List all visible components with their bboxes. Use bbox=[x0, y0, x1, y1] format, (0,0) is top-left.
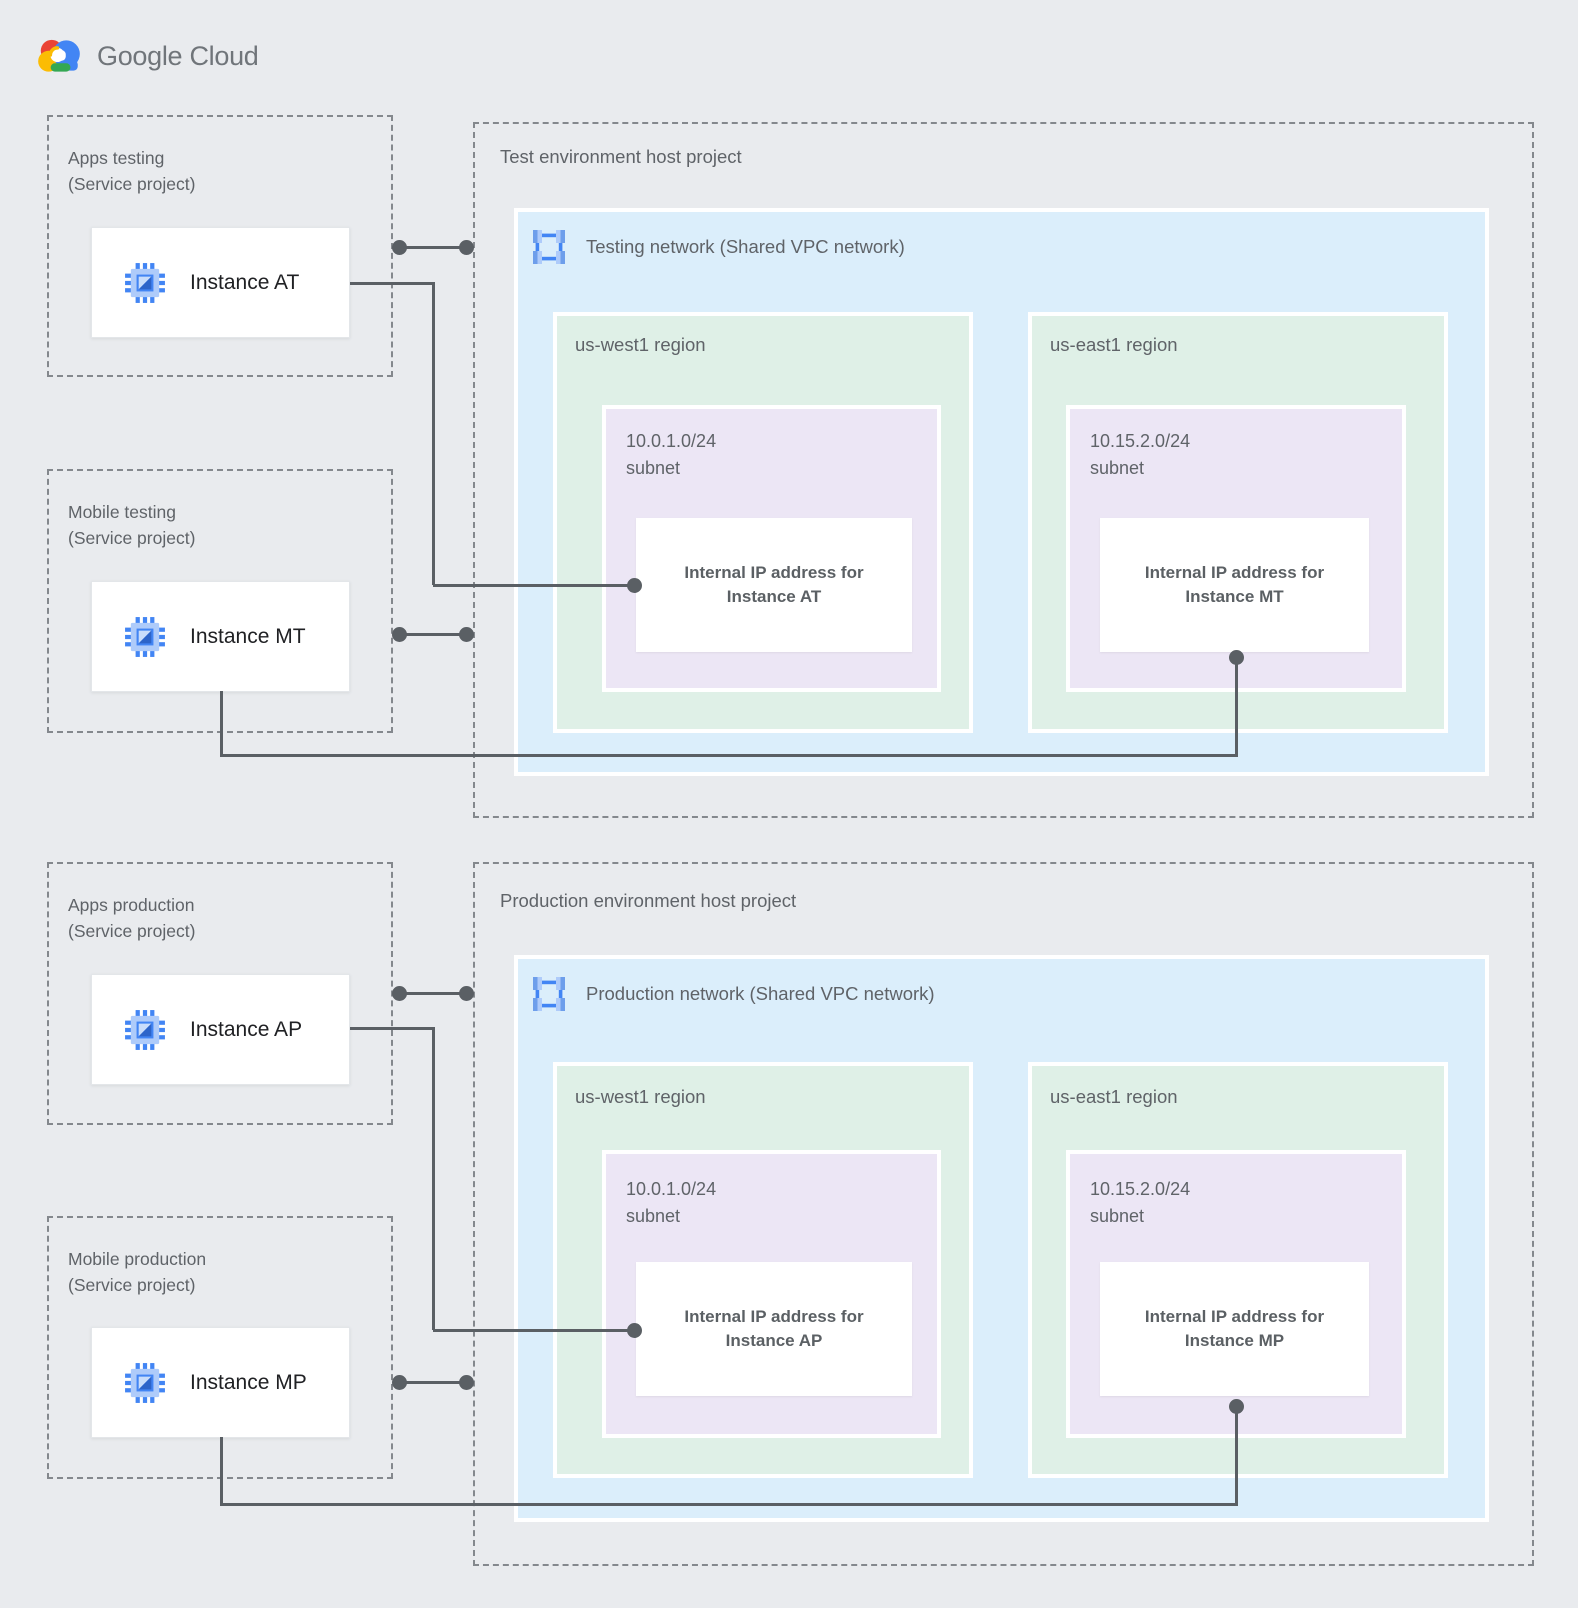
connector-instance-mp-seg3 bbox=[1234, 1405, 1238, 1506]
instance-card-at: Instance AT bbox=[91, 227, 350, 338]
connector-endpoint-dot bbox=[391, 1374, 407, 1390]
subnet-label-us-west1-production: 10.0.1.0/24 subnet bbox=[626, 1176, 716, 1230]
connector-instance-mt-seg1 bbox=[219, 691, 223, 757]
ip-line1: Internal IP address for bbox=[684, 1307, 864, 1326]
region-label-us-east1-production: us-east1 region bbox=[1050, 1086, 1178, 1107]
connector-endpoint-dot bbox=[458, 626, 474, 642]
instance-card-mp: Instance MP bbox=[91, 1327, 350, 1438]
subnet-label-us-west1-test: 10.0.1.0/24 subnet bbox=[626, 428, 716, 482]
vpc-network-icon bbox=[530, 975, 568, 1013]
ip-card-instance-ap: Internal IP address for Instance AP bbox=[636, 1262, 912, 1396]
subnet-cidr: 10.15.2.0/24 bbox=[1090, 1179, 1191, 1199]
ip-line2: Instance AP bbox=[725, 1331, 823, 1350]
connector-instance-at-seg1 bbox=[350, 281, 433, 285]
instance-ap-label: Instance AP bbox=[190, 1017, 303, 1041]
connector-endpoint-dot bbox=[391, 626, 407, 642]
google-cloud-icon bbox=[34, 35, 84, 77]
mobile-testing-label: Mobile testing (Service project) bbox=[68, 499, 195, 551]
subnet-label-us-east1-production: 10.15.2.0/24 subnet bbox=[1090, 1176, 1190, 1230]
mobile-production-subtitle: (Service project) bbox=[68, 1275, 196, 1295]
mobile-production-title: Mobile production bbox=[68, 1249, 207, 1269]
instance-at-label: Instance AT bbox=[190, 270, 300, 294]
connector-endpoint-dot bbox=[458, 239, 474, 255]
apps-production-title: Apps production bbox=[68, 895, 195, 915]
subnet-word: subnet bbox=[626, 458, 681, 478]
production-network-header: Production network (Shared VPC network) bbox=[530, 975, 935, 1013]
ip-card-instance-at: Internal IP address for Instance AT bbox=[636, 518, 912, 652]
testing-network-label: Testing network (Shared VPC network) bbox=[586, 236, 905, 257]
connector-endpoint-dot bbox=[626, 1322, 642, 1338]
connector-instance-ap-seg2 bbox=[431, 1026, 435, 1330]
connector-apps-production-to-host bbox=[399, 991, 466, 995]
subnet-cidr: 10.15.2.0/24 bbox=[1090, 431, 1191, 451]
subnet-word: subnet bbox=[1090, 1206, 1145, 1226]
apps-testing-subtitle: (Service project) bbox=[68, 174, 196, 194]
connector-endpoint-dot bbox=[391, 985, 407, 1001]
connector-endpoint-dot bbox=[626, 577, 642, 593]
mobile-testing-subtitle: (Service project) bbox=[68, 528, 196, 548]
connector-instance-ap-seg1 bbox=[350, 1026, 433, 1030]
host-project-test-title: Test environment host project bbox=[500, 146, 742, 167]
production-network-label: Production network (Shared VPC network) bbox=[586, 983, 935, 1004]
instance-mp-label: Instance MP bbox=[190, 1370, 307, 1394]
ip-card-instance-mp: Internal IP address for Instance MP bbox=[1100, 1262, 1369, 1396]
host-project-production-title: Production environment host project bbox=[500, 890, 797, 911]
connector-endpoint-dot bbox=[391, 239, 407, 255]
region-label-us-west1-test: us-west1 region bbox=[575, 334, 706, 355]
region-label-us-west1-production: us-west1 region bbox=[575, 1086, 706, 1107]
instance-card-ap: Instance AP bbox=[91, 974, 350, 1085]
subnet-word: subnet bbox=[626, 1206, 681, 1226]
connector-instance-mp-seg2 bbox=[219, 1503, 1238, 1506]
connector-instance-mt-seg2 bbox=[219, 754, 1238, 757]
ip-line2: Instance MP bbox=[1184, 1331, 1285, 1350]
connector-endpoint-dot bbox=[458, 985, 474, 1001]
subnet-word: subnet bbox=[1090, 458, 1145, 478]
ip-line2: Instance AT bbox=[726, 587, 822, 606]
connector-mobile-production-to-host bbox=[399, 1380, 466, 1384]
host-project-test bbox=[473, 122, 1534, 818]
apps-production-label: Apps production (Service project) bbox=[68, 892, 195, 944]
subnet-cidr: 10.0.1.0/24 bbox=[626, 431, 717, 451]
connector-apps-testing-to-host bbox=[399, 245, 466, 249]
connector-endpoint-dot bbox=[458, 1374, 474, 1390]
apps-production-subtitle: (Service project) bbox=[68, 921, 196, 941]
host-project-production bbox=[473, 862, 1534, 1566]
ip-line1: Internal IP address for bbox=[1144, 563, 1325, 582]
ip-card-instance-mt: Internal IP address for Instance MT bbox=[1100, 518, 1369, 652]
ip-line1: Internal IP address for bbox=[1144, 1307, 1325, 1326]
instance-mt-label: Instance MT bbox=[190, 624, 306, 648]
ip-line2: Instance MT bbox=[1185, 587, 1284, 606]
connector-mobile-testing-to-host bbox=[399, 632, 466, 636]
brand-wordmark: Google Cloud bbox=[97, 40, 259, 71]
mobile-production-label: Mobile production (Service project) bbox=[68, 1246, 206, 1298]
compute-engine-icon bbox=[122, 614, 168, 660]
apps-testing-label: Apps testing (Service project) bbox=[68, 145, 195, 197]
connector-instance-at-seg3 bbox=[433, 583, 634, 587]
compute-engine-icon bbox=[122, 260, 168, 306]
testing-network-header: Testing network (Shared VPC network) bbox=[530, 228, 905, 266]
ip-line1: Internal IP address for bbox=[684, 563, 864, 582]
vpc-network-icon bbox=[530, 228, 568, 266]
connector-instance-mp-seg1 bbox=[219, 1437, 223, 1506]
region-label-us-east1-test: us-east1 region bbox=[1050, 334, 1178, 355]
compute-engine-icon bbox=[122, 1360, 168, 1406]
subnet-label-us-east1-test: 10.15.2.0/24 subnet bbox=[1090, 428, 1190, 482]
connector-endpoint-dot bbox=[1228, 649, 1244, 665]
connector-endpoint-dot bbox=[1228, 1398, 1244, 1414]
google-cloud-logo: Google Cloud bbox=[34, 34, 259, 78]
instance-card-mt: Instance MT bbox=[91, 581, 350, 692]
subnet-cidr: 10.0.1.0/24 bbox=[626, 1179, 717, 1199]
compute-engine-icon bbox=[122, 1007, 168, 1053]
connector-instance-mt-seg3 bbox=[1234, 656, 1238, 757]
connector-instance-ap-seg3 bbox=[433, 1328, 634, 1332]
mobile-testing-title: Mobile testing bbox=[68, 502, 176, 522]
apps-testing-title: Apps testing bbox=[68, 148, 165, 168]
connector-instance-at-seg2 bbox=[431, 281, 435, 585]
